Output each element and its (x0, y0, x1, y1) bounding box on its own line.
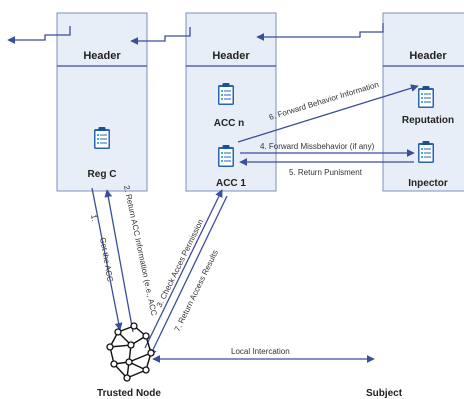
step-4-label: 4. Forward Missbehavior (if any) (260, 142, 375, 151)
block-right: Header Reputation Inpector (382, 12, 464, 192)
inspector-clipboard-icon (418, 141, 434, 163)
acc-reputation-arrow (237, 84, 419, 143)
step-2-label: 2. Return ACC Information (e.e., ACC (122, 185, 158, 317)
reg-c-clipboard-icon (94, 127, 110, 149)
step-1-label: Get the ACC (98, 237, 115, 283)
chain-links (7, 23, 384, 45)
acc-1-label: ACC 1 (216, 178, 246, 189)
inspector-label: Inpector (408, 178, 448, 189)
trusted-node-label: Trusted Node (97, 388, 161, 399)
acc-arrows (144, 189, 228, 357)
step-5-label: 5. Return Punisment (289, 168, 363, 177)
reputation-clipboard-icon (418, 86, 434, 108)
middle-header: Header (212, 50, 250, 62)
step-1-number: 1. (89, 214, 99, 222)
local-interaction-label: Local Intercation (231, 347, 290, 356)
block-left: Header Reg C (56, 12, 148, 192)
acc-inspector-arrows (239, 149, 415, 166)
trusted-node-vertices (106, 322, 155, 382)
reg-c-label: Reg C (88, 169, 117, 180)
acc-1-clipboard-icon (218, 145, 234, 167)
reputation-label: Reputation (402, 115, 454, 126)
left-header: Header (83, 50, 121, 62)
block-middle: Header ACC n ACC 1 (185, 12, 277, 192)
right-header: Header (409, 50, 447, 62)
acc-n-label: ACC n (214, 118, 245, 129)
acc-n-clipboard-icon (218, 83, 234, 105)
reg-c-arrows (91, 187, 134, 333)
subject-label: Subject (366, 388, 403, 399)
